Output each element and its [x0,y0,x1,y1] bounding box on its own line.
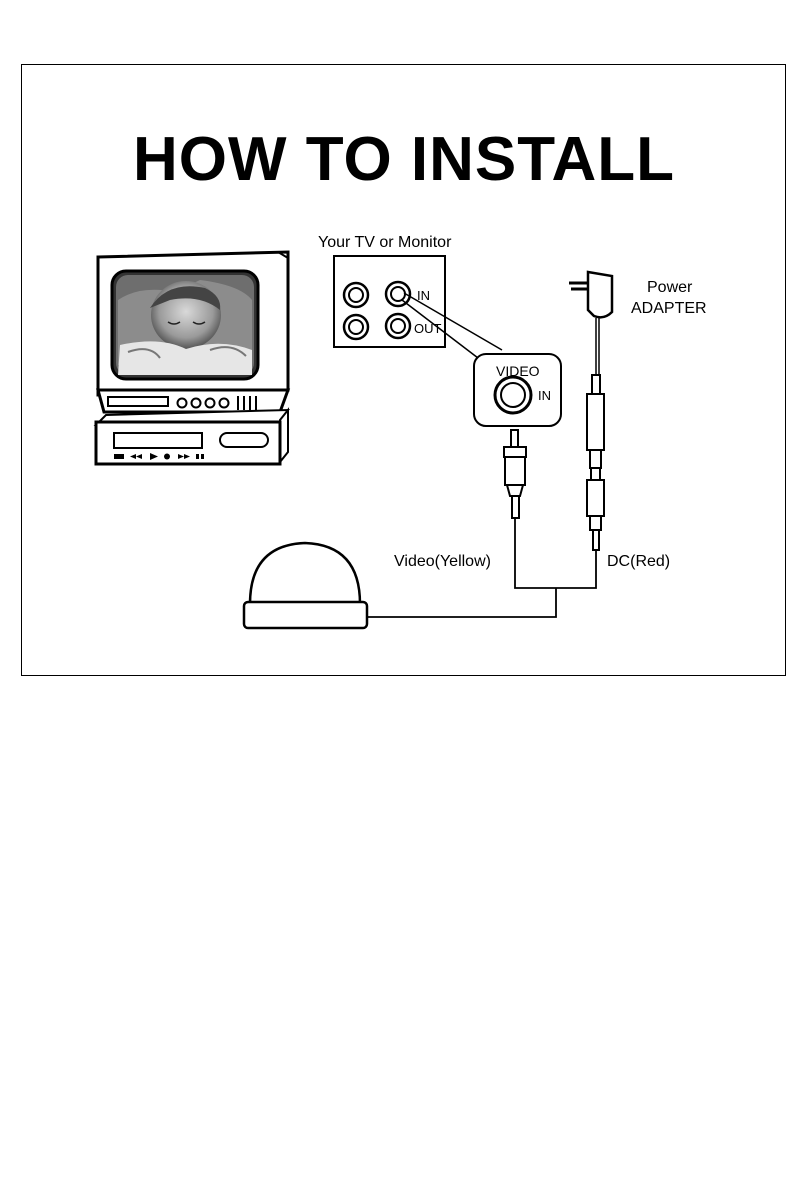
av-jack-panel [333,255,446,348]
dome-camera-icon [242,541,369,630]
diagram-frame [21,64,786,676]
adapter-label: ADAPTER [631,300,707,317]
panel-in-label: IN [417,288,430,303]
power-label: Power [647,279,693,296]
video-in-jack [473,353,562,427]
rca-plug-icon [503,429,527,519]
page-title: HOW TO INSTALL [132,125,676,194]
baby-photo [116,275,254,375]
video-in-label: IN [538,388,551,403]
tv-icon [96,250,291,414]
video-label: VIDEO [496,363,540,379]
tv-monitor-label: Your TV or Monitor [318,234,452,251]
vcr-icon [93,407,290,466]
dc-cable-label: DC(Red) [607,553,671,570]
power-adapter-icon [569,270,614,469]
camera-cables [368,518,597,618]
panel-out-label: OUT [414,321,442,336]
dc-plug-icon [586,467,605,551]
video-cable-label: Video(Yellow) [394,553,491,570]
